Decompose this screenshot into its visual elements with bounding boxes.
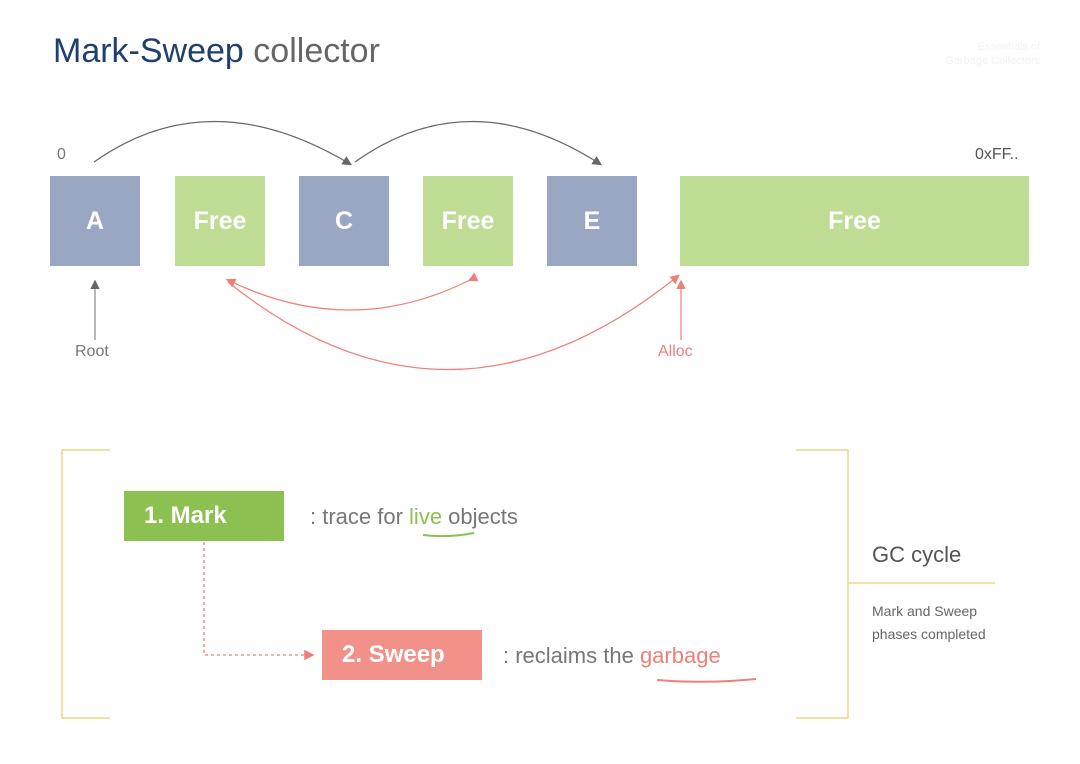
mark-desc-text: : trace for xyxy=(310,504,410,529)
heap-block-free: Free xyxy=(423,176,513,266)
bracket-left xyxy=(61,449,110,719)
heap-block-a: A xyxy=(50,176,140,266)
heap-end-label: 0xFF.. xyxy=(975,146,1019,163)
watermark: Essentials of Garbage Collectors xyxy=(900,40,1040,68)
page-title: Mark-Sweep collector xyxy=(53,32,380,71)
garbage-underline xyxy=(656,678,757,683)
alloc-label: Alloc xyxy=(658,343,693,360)
mark-description: : trace for live objects xyxy=(310,504,518,530)
live-highlight: live xyxy=(409,504,443,529)
heap-start-label: 0 xyxy=(57,146,66,163)
live-underline xyxy=(422,532,475,538)
gc-cycle-note: Mark and Sweep phases completed xyxy=(872,600,986,646)
title-rest: collector xyxy=(253,32,380,70)
heap-block-e: E xyxy=(547,176,637,266)
heap-block-free: Free xyxy=(175,176,265,266)
mark-phase-box: 1. Mark xyxy=(124,491,284,541)
watermark-line: Essentials of xyxy=(977,41,1040,53)
pointer-arrow-c-e xyxy=(354,120,603,166)
watermark-line: Garbage Collectors xyxy=(945,55,1040,67)
sweep-desc-text: : reclaims the xyxy=(503,643,640,668)
garbage-highlight: garbage xyxy=(639,643,721,668)
title-main: Mark-Sweep xyxy=(53,32,244,70)
heap-block-c: C xyxy=(299,176,389,266)
gc-cycle-title: GC cycle xyxy=(872,542,962,567)
free-list-arrow-long xyxy=(227,274,680,371)
free-list-arrow xyxy=(225,272,479,311)
note-line: phases completed xyxy=(872,626,986,642)
heap-block-free-large: Free xyxy=(680,176,1029,266)
bracket-right xyxy=(796,449,849,719)
sweep-description: : reclaims the garbage xyxy=(503,643,721,669)
sweep-phase-box: 2. Sweep xyxy=(322,630,482,680)
mark-to-sweep-arrow xyxy=(203,542,315,661)
root-label: Root xyxy=(75,343,109,360)
note-line: Mark and Sweep xyxy=(872,603,978,619)
pointer-arrow-a-c xyxy=(93,120,353,166)
mark-desc-text: objects xyxy=(442,504,518,529)
